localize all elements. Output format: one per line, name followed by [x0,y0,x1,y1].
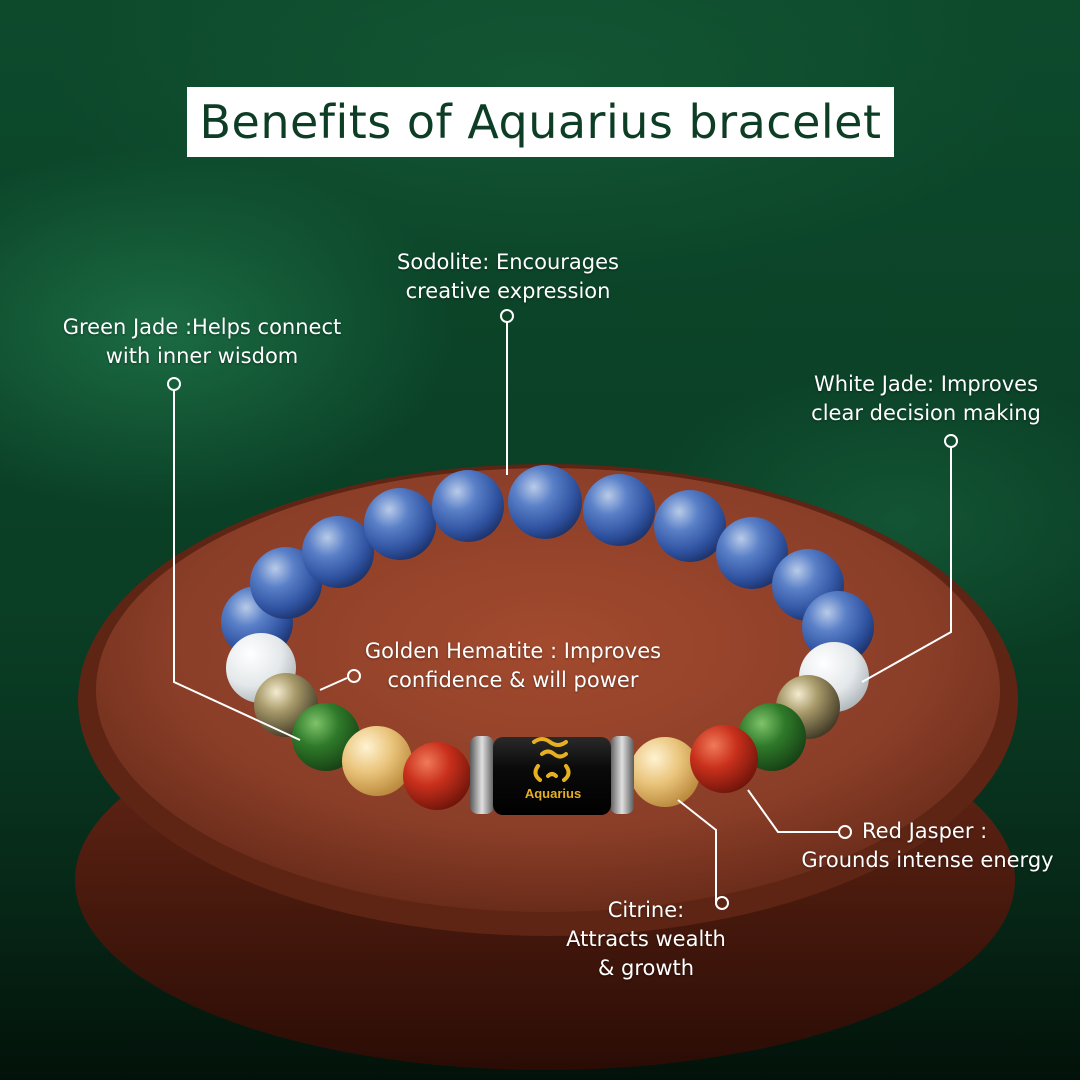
sodalite-bead [654,490,726,562]
sodalite-bead [432,470,504,542]
red-jasper-marker [838,825,852,839]
white-jade-marker [944,434,958,448]
citrine-label-line3: & growth [597,956,695,980]
citrine-label-line2: Attracts wealth [566,927,726,951]
title-banner: Benefits of Aquarius bracelet [187,87,894,157]
sodolite-label-line1: Sodolite: Encourages [397,250,619,274]
white-jade-label-line2: clear decision making [811,401,1041,425]
sodalite-bead [302,516,374,588]
citrine-bead [342,726,412,796]
sodalite-bead [250,547,322,619]
page-title: Benefits of Aquarius bracelet [199,95,882,149]
golden-hematite-label: Golden Hematite : Improves confidence & … [348,637,678,695]
citrine-label-line1: Citrine: [607,898,685,922]
silver-spacer [470,736,494,814]
red-jasper-label-line2: Grounds intense energy [801,848,1054,872]
white-jade-label: White Jade: Improves clear decision maki… [795,370,1057,428]
white-jade-label-line1: White Jade: Improves [813,372,1039,396]
leader-lines [173,322,952,903]
sodolite-label: Sodolite: Encourages creative expression [368,248,648,306]
badge-label: Aquarius [524,786,582,801]
sodalite-bead [508,465,582,539]
silver-spacer [610,736,634,814]
red-jasper-label: Red Jasper : Grounds intense energy [790,817,1065,875]
golden-hematite-label-line2: confidence & will power [387,668,639,692]
green-jade-label-line2: with inner wisdom [105,344,299,368]
citrine-bead [630,737,700,807]
sodalite-bead [364,488,436,560]
golden-hematite-label-line1: Golden Hematite : Improves [364,639,662,663]
sodolite-marker [500,309,514,323]
sodolite-label-line2: creative expression [405,279,611,303]
golden-hematite-marker [347,669,361,683]
citrine-marker [715,896,729,910]
red-jasper-label-line1: Red Jasper : [862,819,988,843]
green-jade-label-line1: Green Jade :Helps connect [62,315,342,339]
green-jade-label: Green Jade :Helps connect with inner wis… [52,313,352,371]
red-jasper-bead [690,725,758,793]
bracelet [221,465,874,815]
leader-markers [167,309,958,910]
green-jade-marker [167,377,181,391]
sodalite-bead [583,474,655,546]
sodalite-bead [716,517,788,589]
citrine-label: Citrine: Attracts wealth & growth [553,896,739,983]
red-jasper-bead [403,742,471,810]
aquarius-symbol-icon [532,737,571,782]
